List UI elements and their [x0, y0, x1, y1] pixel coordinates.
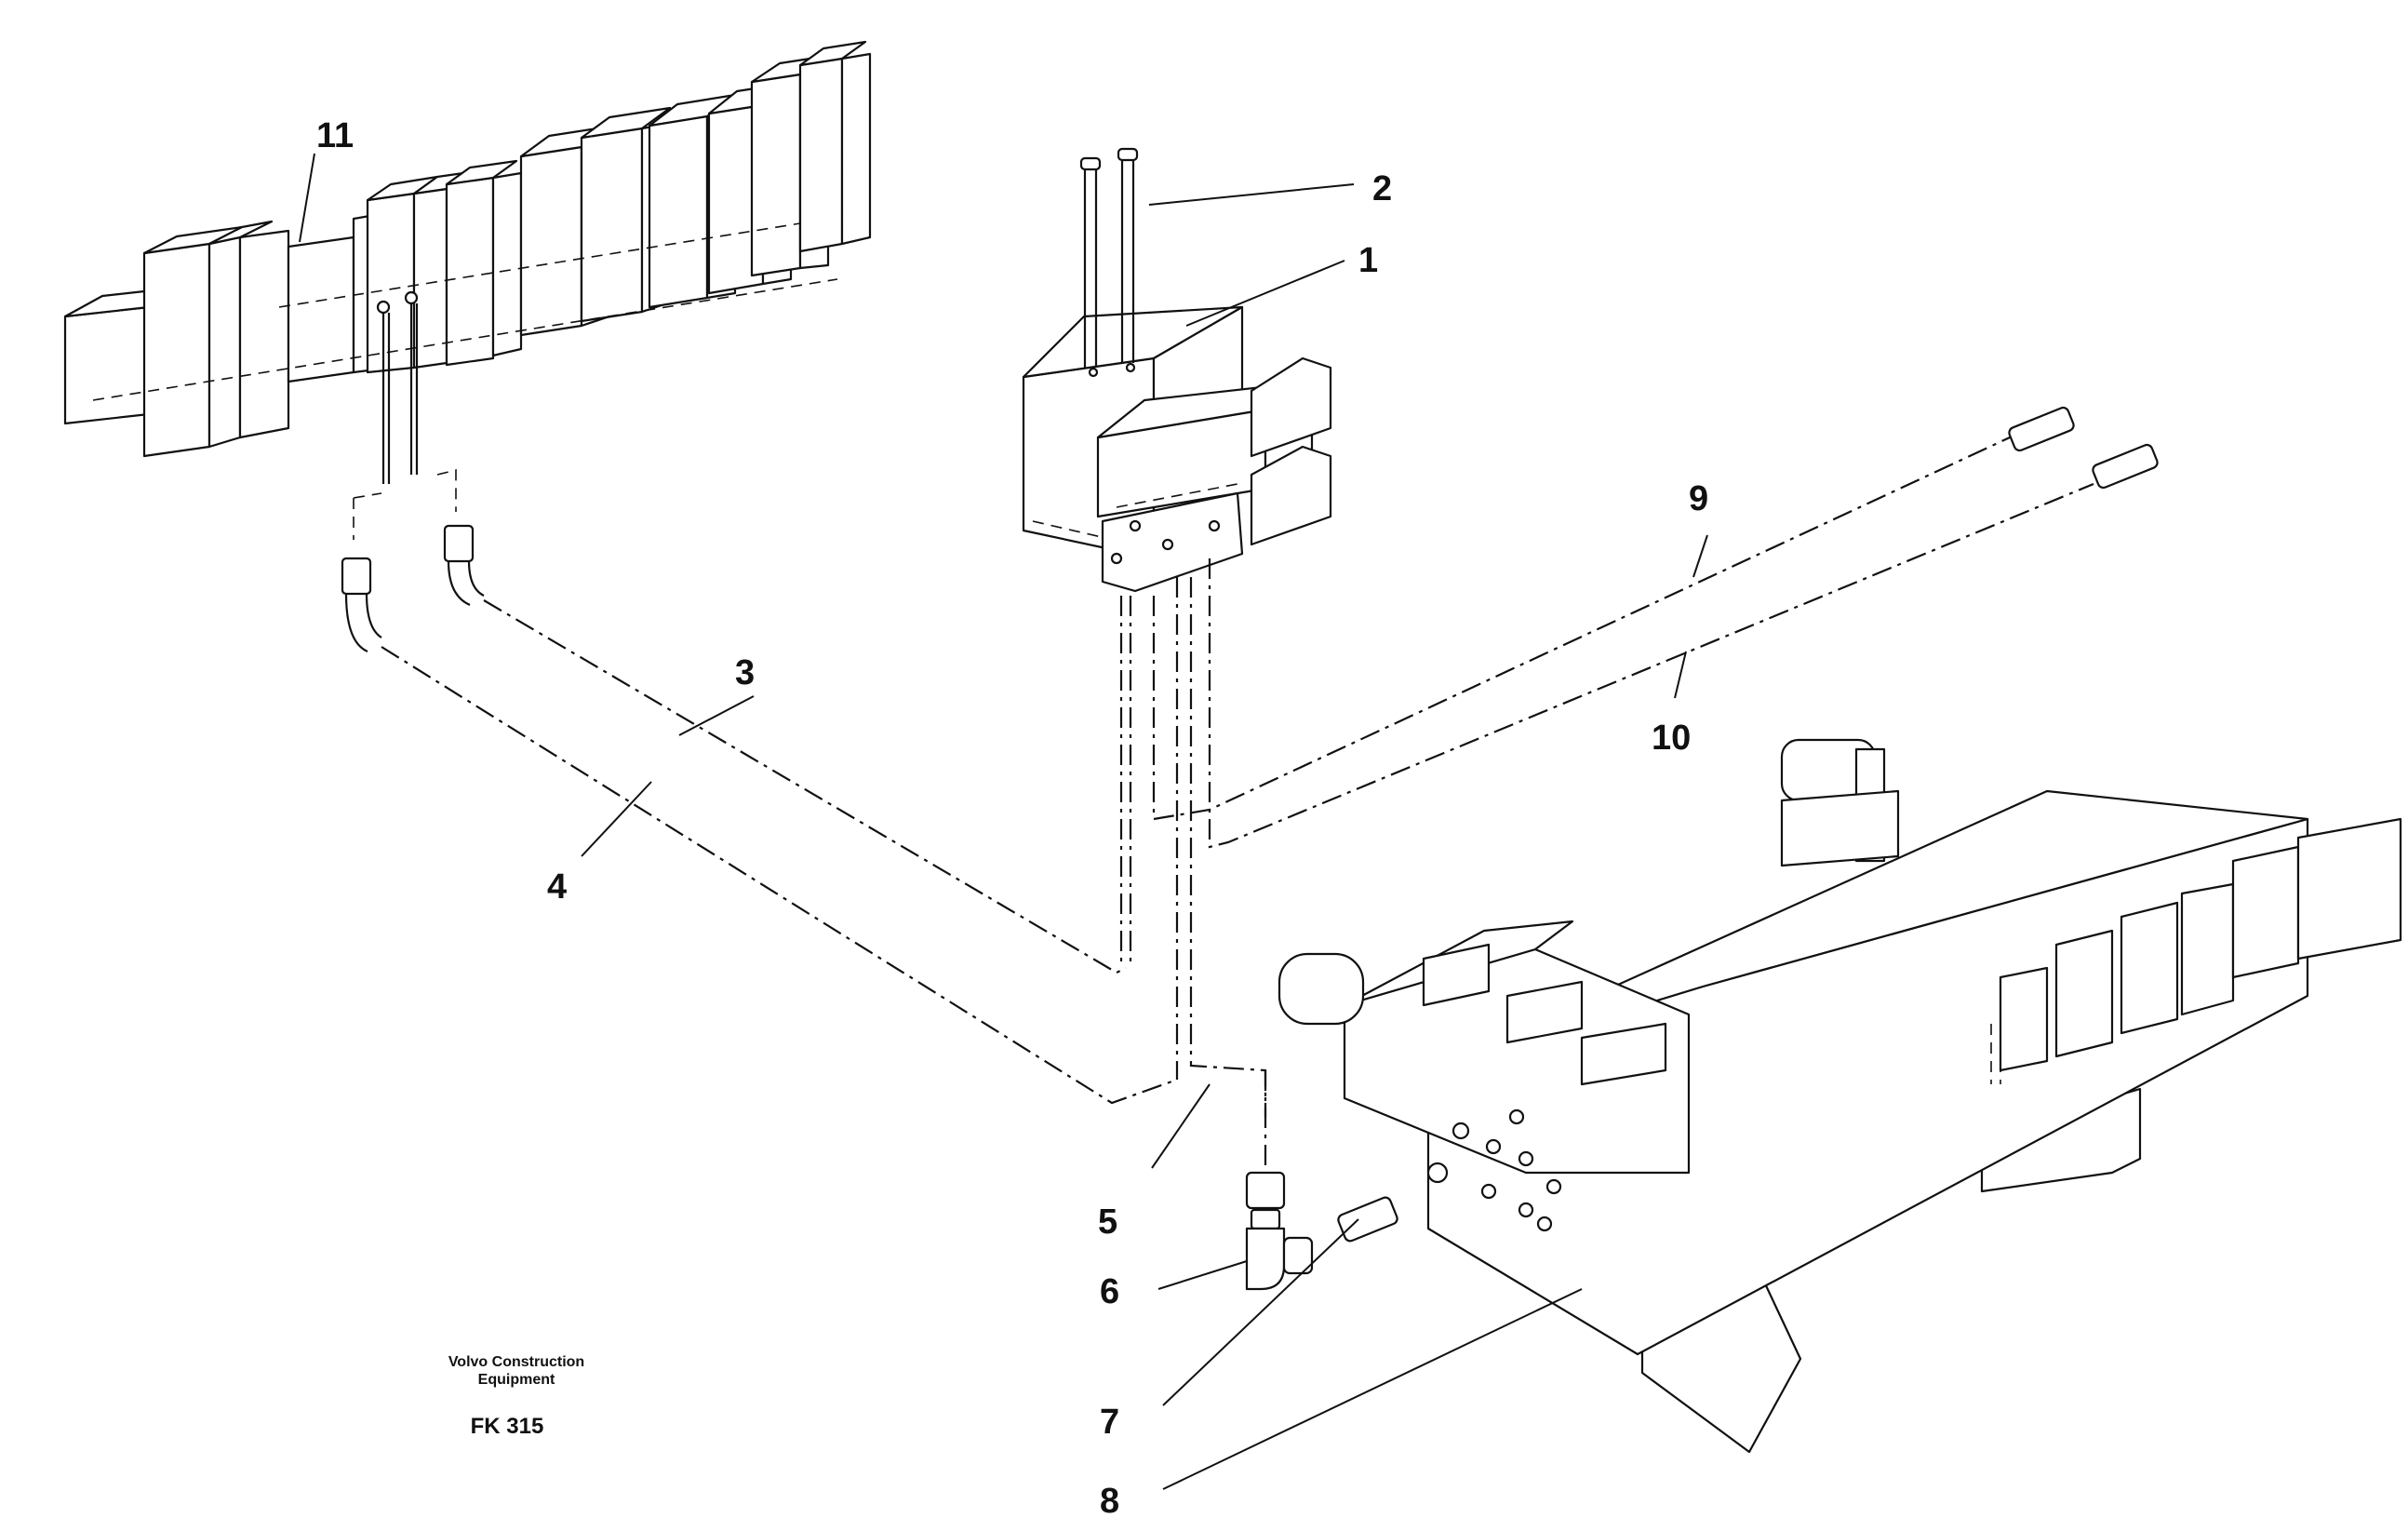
- company-line-2: Equipment: [478, 1372, 555, 1388]
- callout-1: 1: [1358, 241, 1378, 280]
- fittings-5-6-7: [1245, 1070, 1449, 1291]
- callout-5: 5: [1098, 1202, 1117, 1242]
- valve-block-1: [1022, 305, 1332, 593]
- callout-10: 10: [1652, 719, 1691, 758]
- main-valve-8: [1278, 738, 2402, 1454]
- callout-11: 11: [316, 116, 354, 155]
- callout-9: 9: [1689, 479, 1708, 518]
- company-line-1: Volvo Construction: [448, 1354, 584, 1370]
- figure-code: FK 315: [471, 1414, 544, 1439]
- callout-2: 2: [1372, 169, 1392, 208]
- valve-bank-fittings: [341, 303, 485, 653]
- callout-8: 8: [1100, 1482, 1119, 1518]
- hoses-3-4: [381, 577, 1267, 1117]
- caption-block: Volvo Construction Equipment FK 315: [448, 1354, 584, 1439]
- callout-6: 6: [1100, 1272, 1119, 1311]
- callout-7: 7: [1100, 1403, 1119, 1442]
- callout-4: 4: [547, 867, 567, 907]
- screws-2: [1079, 147, 1139, 368]
- leader-lines: [299, 153, 1708, 1490]
- callout-labels: 1 2 3 4 5 6 7 8 9 10 11: [316, 116, 1708, 1518]
- valve-bank-11: [63, 40, 872, 458]
- hoses-9-10: [1152, 406, 2159, 849]
- callout-3: 3: [735, 653, 755, 692]
